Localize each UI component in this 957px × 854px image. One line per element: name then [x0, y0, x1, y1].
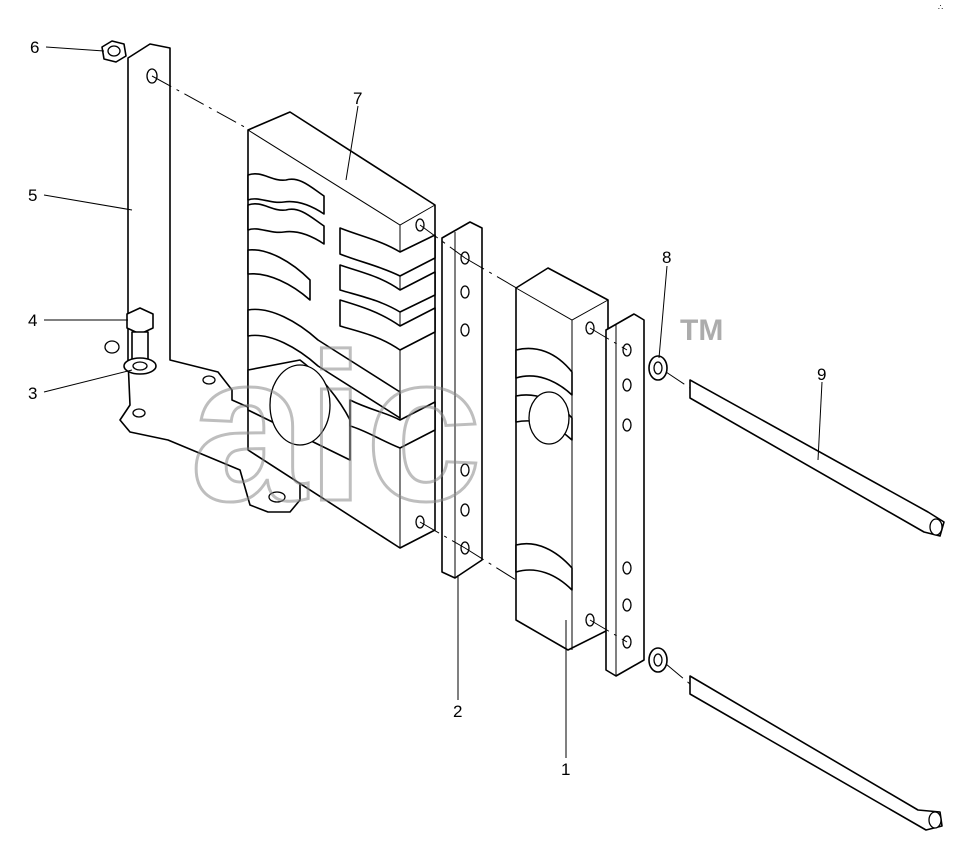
watermark-tm: TM: [680, 314, 723, 347]
callout-1: 1: [561, 760, 570, 779]
watermark: aic TM: [189, 309, 724, 547]
part-1-block: [515, 267, 609, 651]
leader-lines: [43, 46, 823, 758]
callout-7: 7: [353, 89, 362, 108]
watermark-text: aic: [190, 310, 482, 545]
part-2-plate: [441, 221, 483, 579]
callout-2: 2: [453, 702, 462, 721]
part-3-washer: [123, 357, 157, 375]
callout-9: 9: [817, 365, 826, 384]
corner-mark: ∴: [938, 3, 943, 12]
callout-8: 8: [662, 248, 671, 267]
part-8-washers: [648, 355, 668, 673]
rear-plate: [605, 313, 645, 677]
callout-6: 6: [30, 38, 39, 57]
part-6-nut: [101, 40, 127, 63]
callout-4: 4: [28, 311, 37, 330]
part-7-block: [247, 111, 436, 549]
callout-3: 3: [28, 384, 37, 403]
alignment-lines: [151, 75, 691, 685]
part-9-bolts: [689, 379, 945, 831]
callout-5: 5: [28, 186, 37, 205]
callout-labels: 6 5 4 3 7 2 1 8 9: [28, 38, 826, 779]
part-4-bolt: [104, 307, 154, 363]
